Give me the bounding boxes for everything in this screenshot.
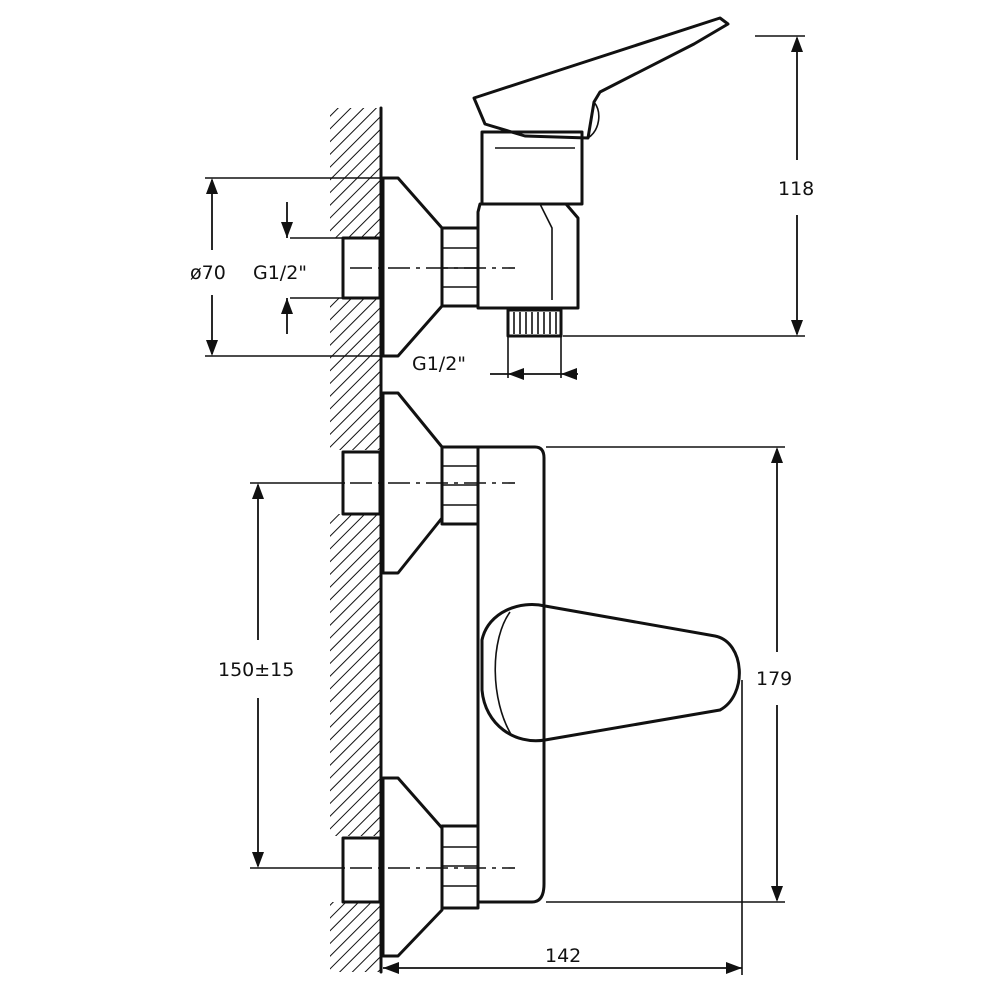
dimension-lines bbox=[205, 35, 805, 975]
front-view bbox=[341, 391, 741, 958]
wall-section bbox=[330, 106, 383, 974]
dim-label-front-height: 179 bbox=[756, 668, 792, 690]
side-view bbox=[290, 16, 730, 378]
dim-label-depth: 142 bbox=[545, 945, 581, 967]
dim-label-diameter: ø70 bbox=[190, 262, 226, 284]
dim-label-outlet-thread: G1/2" bbox=[412, 353, 466, 375]
dim-label-centers: 150±15 bbox=[218, 659, 294, 681]
dim-label-side-height: 118 bbox=[778, 178, 814, 200]
dim-label-inlet-thread: G1/2" bbox=[253, 262, 307, 284]
